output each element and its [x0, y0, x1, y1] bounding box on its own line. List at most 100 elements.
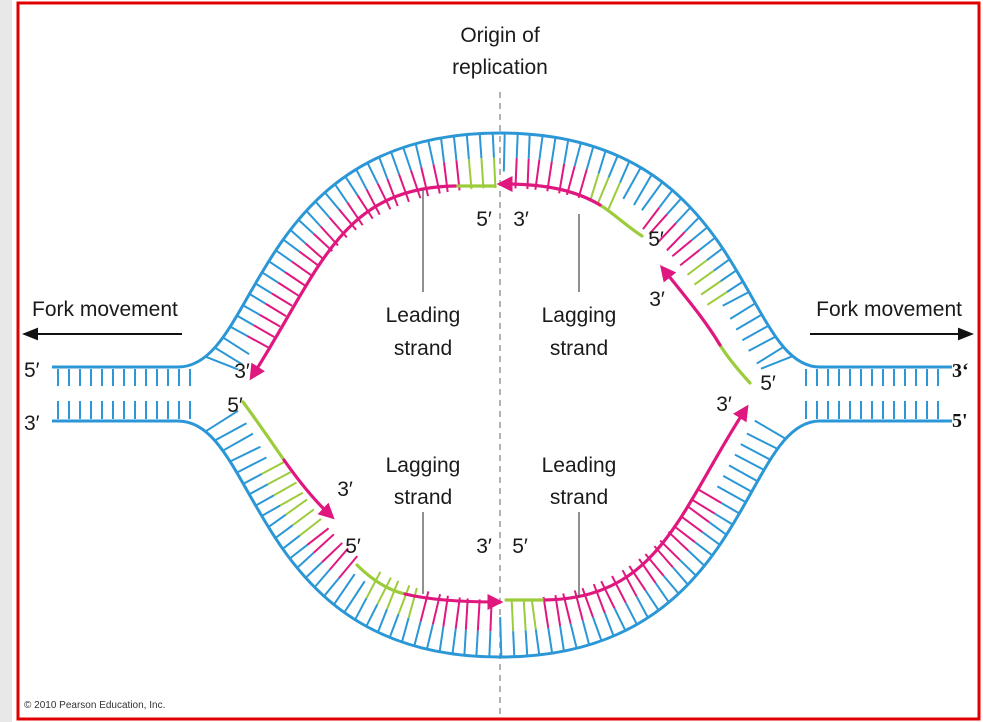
base-pair-rung: [741, 324, 769, 342]
base-pair-rung: [261, 504, 281, 517]
base-pair-rung: [667, 531, 689, 552]
base-pair-rung: [328, 547, 349, 571]
base-pair-rung: [675, 206, 692, 224]
top-lagging-label-2: strand: [550, 337, 608, 360]
bottom-right-3-label: 3′: [716, 393, 732, 416]
base-pair-rung: [289, 229, 307, 245]
base-pair-rung: [343, 580, 366, 614]
top-lagging-fragment-1: [496, 176, 602, 207]
base-pair-rung: [420, 167, 430, 197]
base-pair-rung: [376, 577, 392, 605]
base-pair-rung: [407, 587, 418, 618]
base-pair-rung: [259, 313, 281, 328]
base-pair-rung: [261, 271, 279, 284]
base-pair-rung: [734, 453, 765, 471]
base-pair-rung: [698, 489, 722, 504]
right-bottom-5-label: 5': [952, 410, 968, 432]
base-pair-rung: [488, 631, 492, 657]
base-pair-rung: [658, 189, 674, 209]
base-pair-rung: [291, 260, 313, 277]
parental-strand-top: [52, 131, 952, 369]
base-pair-rung: [386, 580, 400, 610]
frame-border: [16, 1, 981, 721]
base-pair-rung: [621, 569, 638, 597]
base-pair-rung: [687, 505, 710, 523]
base-pair-rung: [662, 575, 680, 595]
base-pair-rung: [701, 531, 721, 546]
base-pair-rung: [499, 617, 503, 658]
left-shadow: [0, 0, 12, 722]
base-pair-rung: [427, 140, 435, 165]
base-pair-rung: [577, 169, 588, 199]
base-pair-rung: [679, 249, 701, 267]
base-pair-rung: [338, 208, 357, 231]
base-pair-rung: [644, 589, 660, 611]
origin-label-line1: Origin of: [460, 24, 540, 47]
top-lagging-primer-2: [718, 343, 752, 385]
base-pair-rung: [475, 630, 479, 657]
base-pair-rung: [299, 518, 322, 537]
base-pair-rung: [386, 178, 399, 207]
copyright-text: © 2010 Pearson Education, Inc.: [24, 700, 165, 711]
base-pair-rung: [277, 281, 299, 297]
base-pair-rung: [700, 280, 722, 296]
base-pair-rung: [305, 210, 322, 228]
base-pair-rung: [419, 591, 430, 622]
base-pair-rung: [296, 552, 315, 569]
base-pair-rung: [265, 303, 287, 317]
bottom-lagging-primer-2: [355, 563, 407, 596]
base-pair-rung: [492, 157, 497, 189]
base-pair-rung: [261, 460, 286, 475]
base-pair-rung: [248, 293, 267, 305]
base-pair-rung: [242, 472, 263, 485]
bottom-lagging-primer-1: [241, 400, 286, 462]
base-pair-rung: [400, 617, 410, 643]
base-pair-rung: [451, 628, 457, 654]
base-pair-rung: [648, 213, 668, 235]
base-pair-rung: [547, 627, 554, 654]
bottom-lagging-label-2: strand: [394, 486, 452, 509]
dna-strands: [52, 131, 952, 659]
base-pair-rung: [454, 597, 461, 629]
base-pair-rung: [297, 219, 315, 235]
base-pair-rung: [289, 544, 308, 560]
base-pair-rung: [729, 302, 756, 320]
base-pair-rung: [236, 456, 267, 474]
base-pair-rung: [284, 271, 306, 287]
base-pair-rung: [306, 527, 330, 546]
left-bottom-3-label: 3′: [24, 412, 40, 435]
base-pair-rung: [467, 158, 473, 190]
base-pair-rung: [248, 483, 269, 496]
base-pair-rung: [204, 409, 239, 433]
base-pair-rung: [642, 207, 660, 230]
base-pair-rung: [534, 629, 541, 656]
bottom-center-5-label: 5′: [512, 535, 528, 558]
base-pair-rung: [654, 582, 670, 603]
bottom-center-3-label: 3′: [476, 535, 492, 558]
base-pair-rung: [282, 238, 300, 253]
top-lagging-primer-1: [598, 203, 644, 238]
base-pair-rung: [463, 629, 467, 656]
base-pair-rung: [607, 182, 621, 210]
base-pair-rung: [274, 524, 294, 539]
base-pair-rung: [628, 565, 647, 591]
base-pair-rung: [686, 259, 708, 276]
base-pair-rung: [246, 335, 269, 349]
base-pair-rung: [754, 419, 787, 440]
base-pair-rung: [706, 291, 728, 306]
top-leading-strand: [249, 184, 457, 381]
base-pair-rung: [714, 512, 734, 526]
base-pair-rung: [671, 239, 693, 257]
base-pair-rung: [398, 174, 410, 203]
base-pair-rung: [746, 432, 778, 450]
bottom-leading-label-1: Leading: [542, 454, 617, 477]
base-pair-rung: [563, 139, 570, 164]
base-pair-rung: [275, 249, 293, 263]
base-pair-rung: [376, 608, 388, 633]
base-pair-rung: [465, 134, 470, 160]
base-pair-rung: [683, 216, 700, 233]
base-pair-rung: [502, 133, 506, 172]
base-pair-rung: [713, 258, 731, 272]
base-pair-rung: [313, 569, 331, 588]
base-pair-rung: [687, 549, 706, 567]
